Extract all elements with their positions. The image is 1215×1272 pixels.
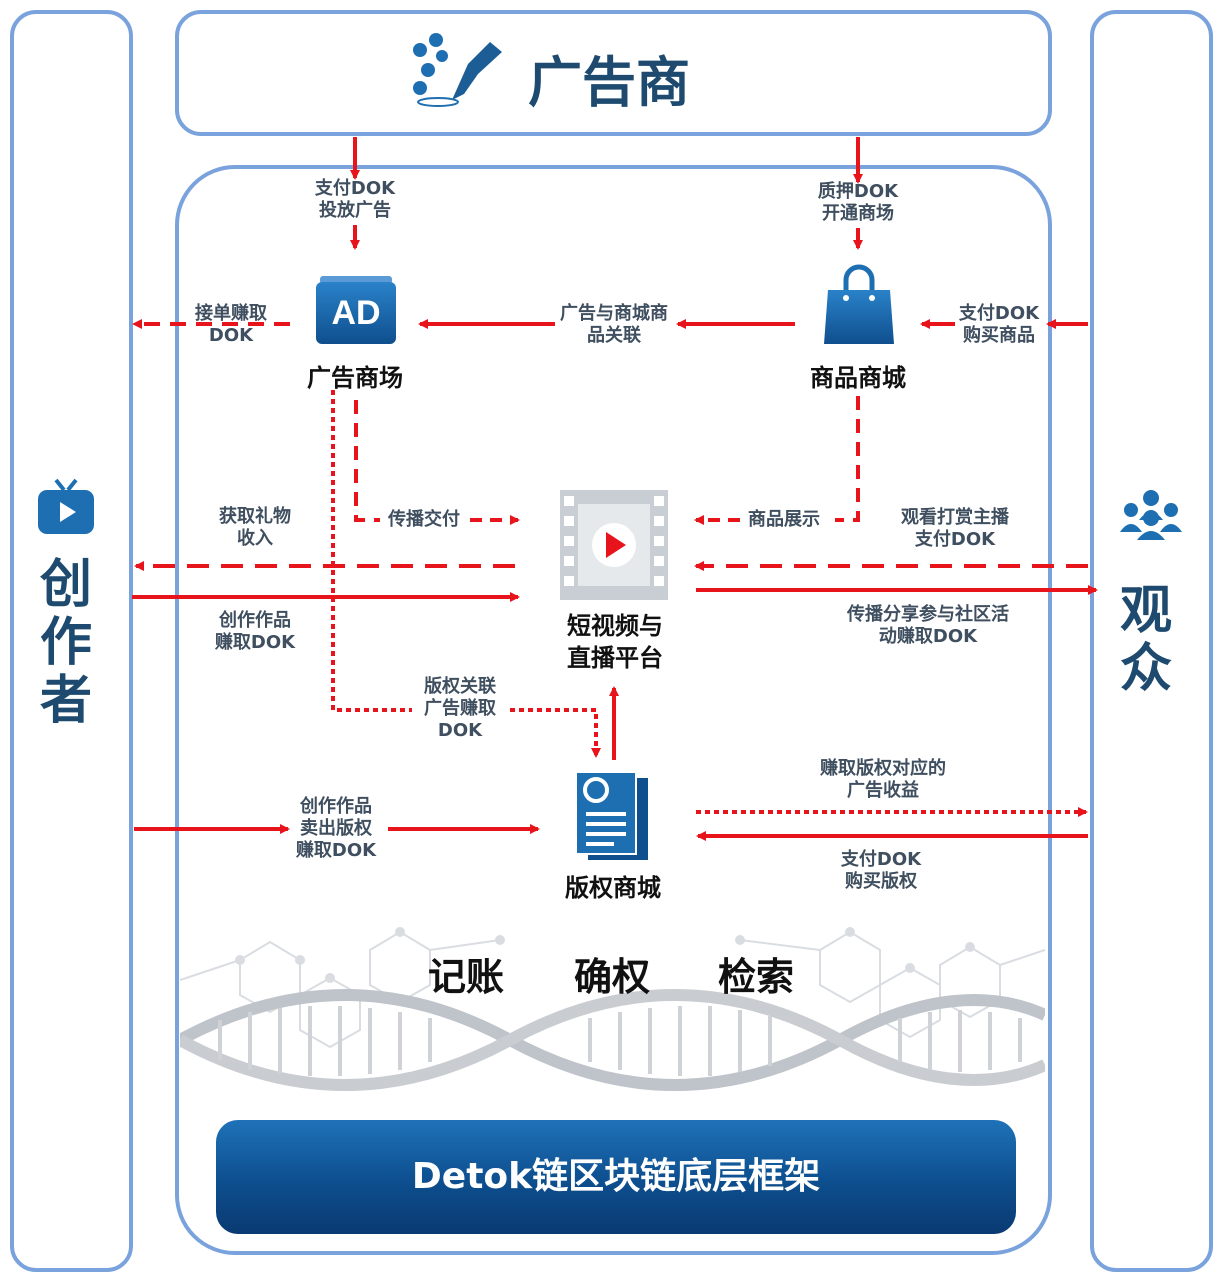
ad-icon-text: AD <box>316 282 396 344</box>
label-sell-copyright: 创作作品 卖出版权 赚取DOK <box>295 796 377 861</box>
people-icon <box>1120 490 1182 540</box>
label-goods-display: 商品展示 <box>748 509 820 530</box>
copyright-mall-label: 版权商城 <box>565 874 661 902</box>
label-create-earn: 创作作品 赚取DOK <box>214 610 296 653</box>
film-play-icon <box>560 490 668 600</box>
arrow-ad-mall-to-copyright <box>331 390 412 712</box>
label-share-earn: 传播分享参与社区活 动赚取DOK <box>847 604 1009 647</box>
document-icon <box>575 771 648 860</box>
platform-ecosystem-box <box>175 165 1052 1255</box>
label-spread-delivery: 传播交付 <box>388 509 460 530</box>
chain-function-search: 检索 <box>718 955 795 999</box>
label-watch-tip: 观看打赏主播 支付DOK <box>901 507 1009 550</box>
arrow-ad-mall-to-platform <box>354 400 380 522</box>
arrow-goods-mall-to-platform <box>835 396 860 522</box>
advertiser-box <box>175 10 1052 136</box>
label-gift-income: 获取礼物 收入 <box>219 506 291 549</box>
dna-network-background <box>180 927 1045 1091</box>
ad-mall-icon: AD <box>316 276 396 344</box>
ad-mall-label: 广告商场 <box>307 364 403 392</box>
label-copyright-link: 版权关联 广告赚取 DOK <box>424 676 496 741</box>
creator-title: 创 作 者 <box>39 555 92 731</box>
label-pay-copyright: 支付DOK 购买版权 <box>840 849 922 892</box>
blockchain-base-layer: Detok链区块链底层框架 <box>216 1120 1016 1234</box>
goods-mall-label: 商品商城 <box>810 364 906 392</box>
chain-function-bookkeeping: 记账 <box>428 955 505 999</box>
platform-label: 短视频与 直播平台 <box>567 612 663 672</box>
advertiser-title: 广告商 <box>528 51 690 114</box>
label-take-order: 接单赚取 DOK <box>195 303 267 346</box>
coin-hand-icon <box>413 33 502 107</box>
audience-title: 观 众 <box>1119 581 1172 699</box>
label-earn-ad-income: 赚取版权对应的 广告收益 <box>820 758 946 801</box>
shopping-bag-icon <box>824 264 894 344</box>
chain-function-rights: 确权 <box>574 955 651 999</box>
label-pledge: 质押DOK 开通商场 <box>817 181 899 224</box>
label-pay-ad: 支付DOK 投放广告 <box>314 178 396 221</box>
label-ad-goods-link: 广告与商城商 品关联 <box>560 303 668 346</box>
label-pay-buy-goods: 支付DOK 购买商品 <box>958 303 1040 346</box>
tv-icon <box>38 478 94 534</box>
